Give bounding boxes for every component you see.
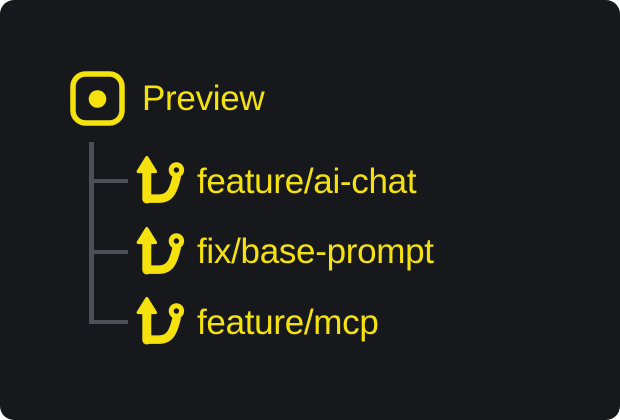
preview-dot-square-icon xyxy=(70,70,125,126)
preview-root-label: Preview xyxy=(142,78,265,118)
git-branch-icon xyxy=(136,226,185,274)
branch-label: feature/mcp xyxy=(197,302,379,342)
branch-label: feature/ai-chat xyxy=(197,161,417,201)
branch-item-feature-mcp[interactable]: feature/mcp xyxy=(135,295,379,349)
tree-connector-stub xyxy=(89,319,128,324)
branch-item-feature-ai-chat[interactable]: feature/ai-chat xyxy=(135,154,417,208)
branch-label: fix/base-prompt xyxy=(197,232,434,271)
branch-item-fix-base-prompt[interactable]: fix/base-prompt xyxy=(135,225,434,279)
git-branch-icon xyxy=(136,297,185,345)
tree-connector-vertical-line xyxy=(89,142,94,324)
git-branch-icon xyxy=(136,156,185,204)
tree-connector-stub xyxy=(89,178,128,183)
preview-root-node[interactable]: Preview xyxy=(70,70,265,126)
tree-connector-stub xyxy=(89,249,128,254)
